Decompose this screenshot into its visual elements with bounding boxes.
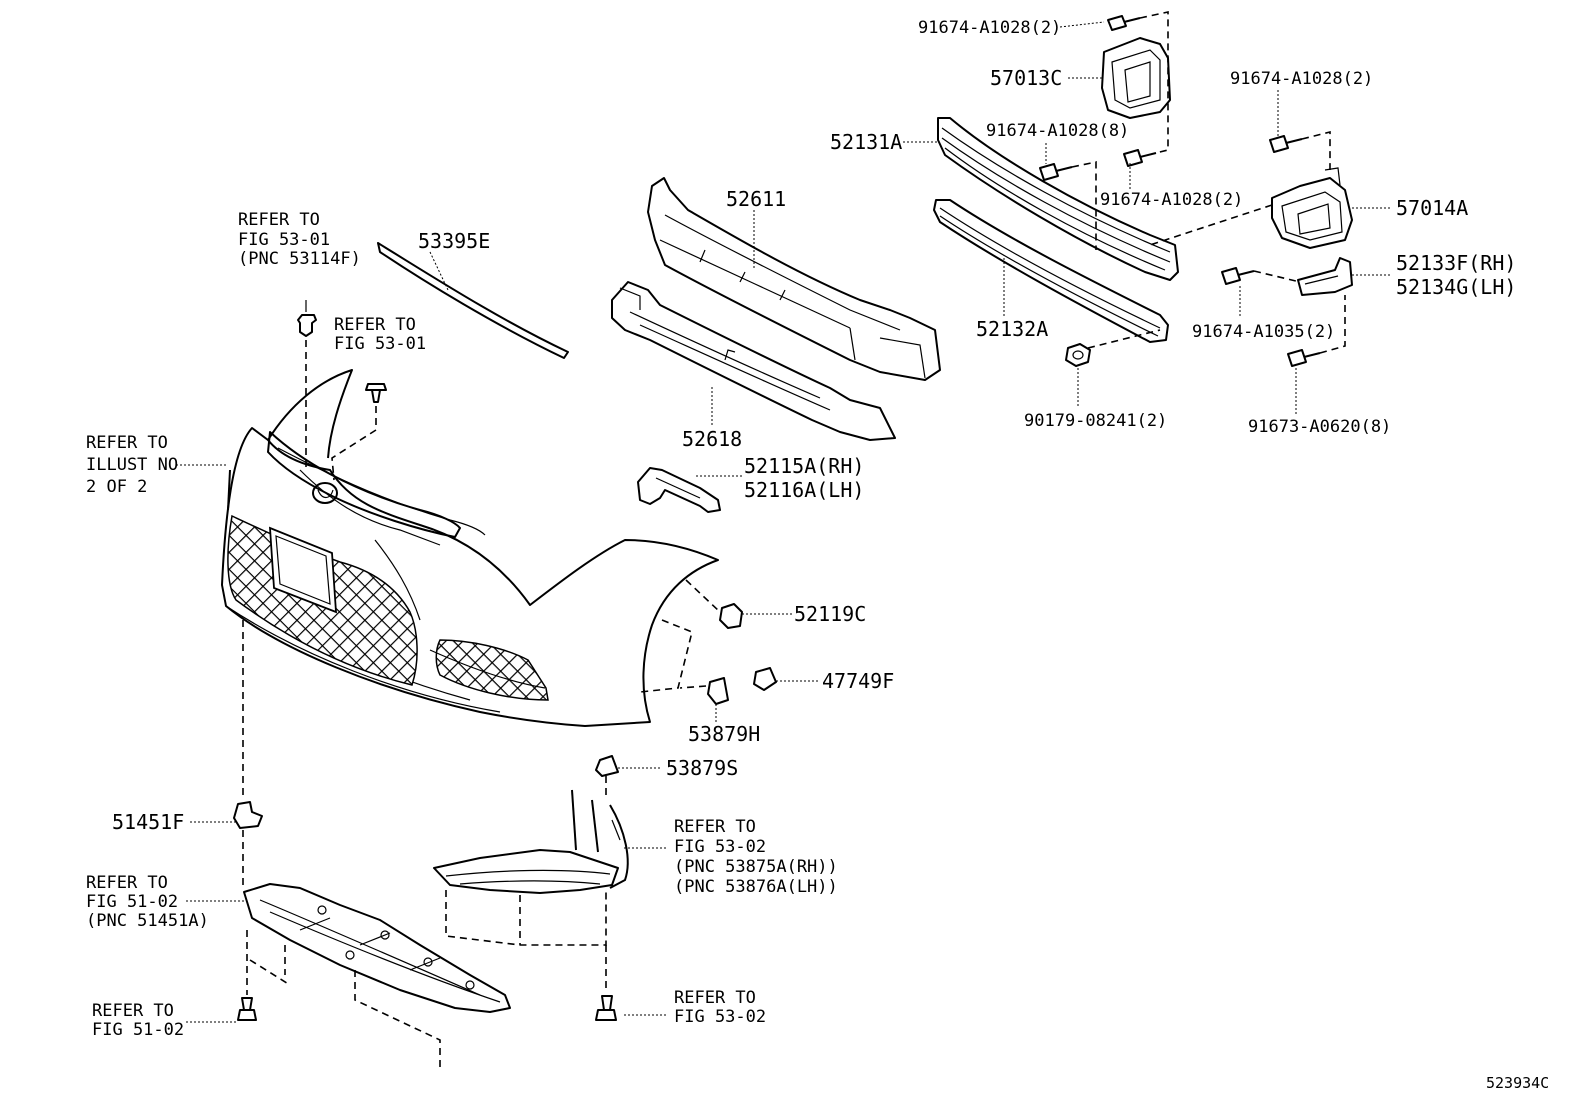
- svg-text:REFER TO: REFER TO: [238, 210, 320, 230]
- clip-53879h-icon: [707, 677, 729, 705]
- svg-text:REFER TO: REFER TO: [86, 433, 168, 453]
- callout-52116a-lh: 52116A(LH): [744, 478, 864, 502]
- callout-57013c: 57013C: [990, 66, 1062, 90]
- bracket-52133f: [1297, 257, 1353, 296]
- refer-note-illust-2: REFER TO ILLUST NO 2 OF 2: [86, 433, 178, 497]
- callout-52131a: 52131A: [830, 130, 902, 154]
- callout-91674-a1035: 91674-A1035(2): [1192, 322, 1335, 342]
- diagram-id: 523934C: [1486, 1074, 1549, 1092]
- callout-91674-a1028-8: 91674-A1028(8): [986, 121, 1129, 141]
- svg-text:ILLUST NO: ILLUST NO: [86, 455, 178, 475]
- bolt-icon: [1107, 15, 1141, 31]
- under-cover-51451a: [243, 883, 511, 1013]
- svg-text:FIG 53-01: FIG 53-01: [334, 334, 426, 354]
- bracket-52115a: [637, 467, 721, 513]
- bolt-icon: [1039, 163, 1073, 181]
- svg-text:REFER TO: REFER TO: [674, 988, 756, 1008]
- nut-icon: [1065, 343, 1091, 367]
- bolt-icon: [1221, 267, 1255, 285]
- clip-52119c-icon: [719, 603, 743, 629]
- callout-91674-a1028-top: 91674-A1028(2): [918, 18, 1061, 38]
- moulding-53395e: [377, 242, 569, 359]
- callout-47749f: 47749F: [822, 669, 894, 693]
- callout-91673-a0620: 91673-A0620(8): [1248, 417, 1391, 437]
- svg-text:FIG 51-02: FIG 51-02: [86, 892, 178, 912]
- callout-53879h: 53879H: [688, 722, 760, 746]
- callout-53395e: 53395E: [418, 229, 490, 253]
- callout-52119c: 52119C: [794, 602, 866, 626]
- absorber-52611: [647, 177, 941, 381]
- svg-text:(PNC 51451A): (PNC 51451A): [86, 911, 209, 931]
- callout-52115a-rh: 52115A(RH): [744, 454, 864, 478]
- callout-57014a: 57014A: [1396, 196, 1468, 220]
- refer-note-51451a: REFER TO FIG 51-02 (PNC 51451A): [86, 873, 209, 931]
- callout-90179-08241: 90179-08241(2): [1024, 411, 1167, 431]
- svg-text:FIG 53-02: FIG 53-02: [674, 837, 766, 857]
- callout-52132a: 52132A: [976, 317, 1048, 341]
- clip-51451f-icon: [233, 801, 263, 829]
- svg-text:(PNC 53114F): (PNC 53114F): [238, 249, 361, 269]
- callout-52618: 52618: [682, 427, 742, 451]
- svg-text:2 OF 2: 2 OF 2: [86, 477, 147, 497]
- svg-text:REFER TO: REFER TO: [92, 1001, 174, 1021]
- svg-text:(PNC 53875A(RH)): (PNC 53875A(RH)): [674, 857, 838, 877]
- reinforcement-52132a: [933, 199, 1169, 343]
- callout-51451f: 51451F: [112, 810, 184, 834]
- clip-47749f-icon: [753, 667, 777, 691]
- callout-91674-a1028-mid: 91674-A1028(2): [1100, 190, 1243, 210]
- callout-52133f-rh: 52133F(RH): [1396, 251, 1516, 275]
- svg-text:FIG 53-02: FIG 53-02: [674, 1007, 766, 1027]
- callout-52611: 52611: [726, 187, 786, 211]
- svg-text:FIG 53-01: FIG 53-01: [238, 230, 330, 250]
- bracket-57014a: [1271, 167, 1353, 249]
- refer-note-fig-53-02: REFER TO FIG 53-02: [674, 988, 766, 1027]
- bolt-icon: [237, 997, 257, 1021]
- bolt-icon: [595, 995, 617, 1021]
- bracket-57013c: [1101, 37, 1171, 119]
- screw-clip-icon: [365, 383, 387, 403]
- refer-note-fender-liner: REFER TO FIG 53-02 (PNC 53875A(RH)) (PNC…: [674, 817, 838, 897]
- push-clip-icon: [297, 300, 317, 337]
- svg-text:FIG 51-02: FIG 51-02: [92, 1020, 184, 1040]
- reinforcement-52131a: [937, 117, 1179, 281]
- refer-note-fig-53-01: REFER TO FIG 53-01: [334, 315, 426, 354]
- fender-liner: [433, 789, 629, 894]
- refer-note-53114f: REFER TO FIG 53-01 (PNC 53114F): [238, 210, 361, 269]
- svg-text:REFER TO: REFER TO: [674, 817, 756, 837]
- bolt-icon: [1287, 349, 1321, 367]
- svg-text:REFER TO: REFER TO: [86, 873, 168, 893]
- retainer-52618: [611, 281, 896, 441]
- bumper-cover: [221, 369, 719, 727]
- callout-91674-a1028-right: 91674-A1028(2): [1230, 69, 1373, 89]
- svg-text:(PNC 53876A(LH)): (PNC 53876A(LH)): [674, 877, 838, 897]
- callout-53879s: 53879S: [666, 756, 738, 780]
- refer-note-fig-51-02: REFER TO FIG 51-02: [92, 1001, 184, 1040]
- callout-52134g-lh: 52134G(LH): [1396, 275, 1516, 299]
- clip-53879s-icon: [595, 755, 619, 777]
- bolt-icon: [1123, 149, 1157, 167]
- svg-text:REFER TO: REFER TO: [334, 315, 416, 335]
- bolt-icon: [1269, 135, 1303, 153]
